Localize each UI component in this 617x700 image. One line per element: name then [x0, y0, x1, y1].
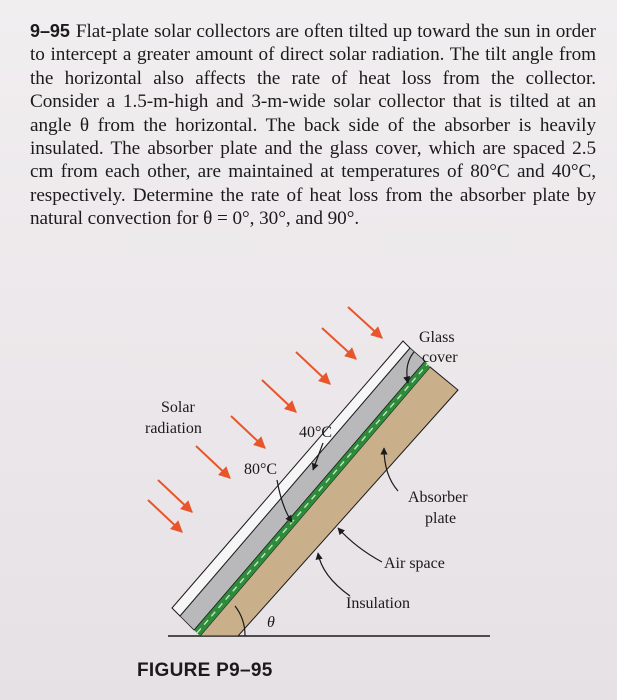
solar-arrow: [261, 379, 297, 413]
solar-arrow: [295, 351, 331, 385]
collector: [171, 340, 459, 637]
tilt-angle-label: θ: [267, 614, 275, 631]
absorber-temperature-label: 80°C: [244, 461, 277, 478]
air-space-label: Air space: [384, 555, 445, 572]
solar-radiation-arrows: [147, 306, 383, 533]
temp-absorber-leader: [276, 479, 293, 523]
absorber-dashes: [196, 363, 429, 634]
solar-radiation-label-line2: radiation: [145, 420, 202, 437]
solar-arrow: [157, 479, 193, 513]
insulation-leader: [315, 552, 351, 597]
absorber-leader: [380, 447, 399, 492]
figure-caption: FIGURE P9–95: [137, 660, 273, 681]
glass-temperature-label: 40°C: [299, 424, 332, 441]
problem-number: 9–95: [30, 21, 70, 41]
absorber-plate-label-line1: Absorber: [408, 489, 468, 506]
glass-cover-label-line1: Glass: [419, 329, 455, 346]
problem-text: Flat-plate solar collectors are often ti…: [30, 21, 596, 230]
solar-arrow: [347, 306, 383, 339]
solar-arrow: [147, 499, 183, 533]
absorber-plate-label-line2: plate: [425, 510, 456, 527]
solar-arrow: [195, 445, 231, 479]
solar-arrow: [230, 415, 266, 449]
glass-cover: [171, 340, 411, 617]
glass-cover-label-line2: cover: [422, 349, 458, 366]
tilt-angle-arc: [234, 605, 246, 637]
insulation-label: Insulation: [346, 595, 410, 612]
glass-cover-leader: [403, 351, 415, 384]
solar-radiation-label-line1: Solar: [161, 399, 195, 416]
temp-glass-leader: [311, 442, 324, 471]
solar-arrow: [321, 327, 357, 360]
air-space-leader: [337, 527, 383, 563]
air-space: [179, 347, 426, 631]
